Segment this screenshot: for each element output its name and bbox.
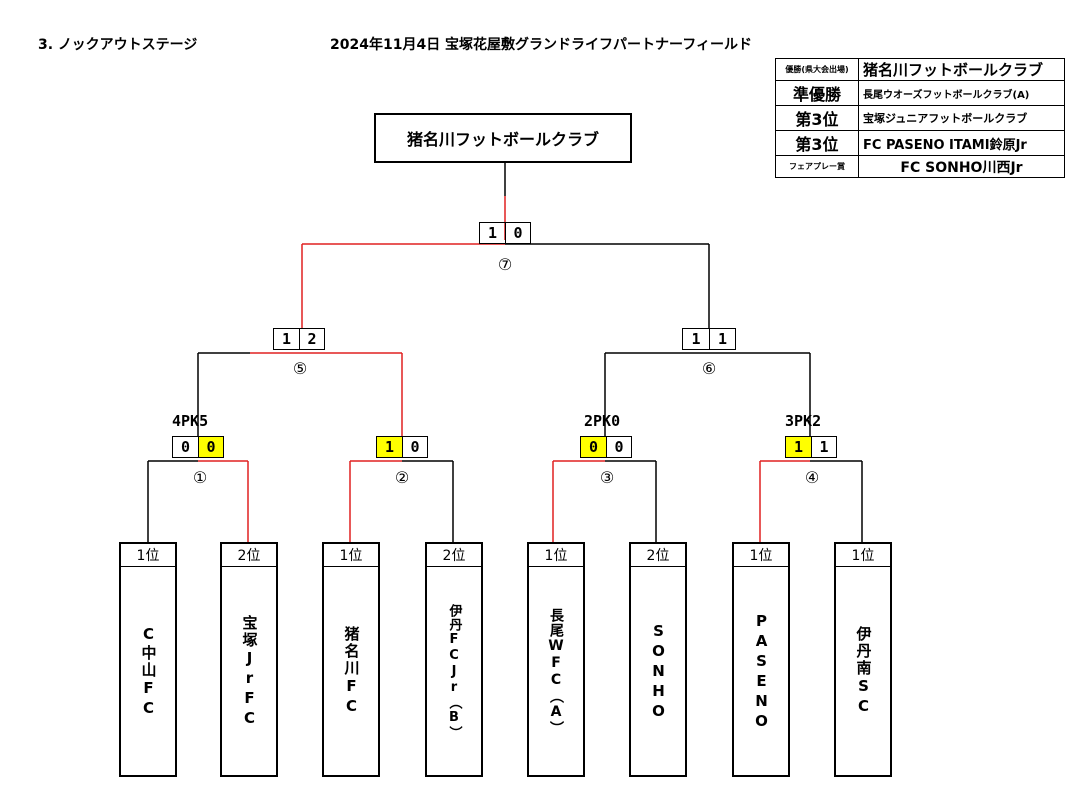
- team-box: 1位 伊丹南SC: [834, 542, 892, 777]
- team-name: 宝塚JrFC: [240, 614, 259, 729]
- pk-score: 3PK2: [785, 412, 822, 430]
- score-box-r1: 0 0: [172, 436, 224, 458]
- result-row: フェアプレー賞 FC SONHO川西Jr: [775, 155, 1065, 178]
- match-number: ③: [599, 468, 615, 487]
- score-right: 1: [709, 329, 735, 349]
- result-team: 猪名川フットボールクラブ: [858, 58, 1065, 81]
- results-table: 優勝(県大会出場) 猪名川フットボールクラブ 準優勝 長尾ウオーズフットボールク…: [775, 58, 1065, 178]
- team-name: PASENO: [752, 611, 771, 732]
- champion-box: 猪名川フットボールクラブ: [374, 113, 632, 163]
- score-right: 0: [606, 437, 631, 457]
- score-left: 0: [581, 437, 606, 457]
- score-box-semi: 1 2: [273, 328, 325, 350]
- team-rank: 1位: [734, 544, 788, 567]
- team-name: SONHO: [649, 621, 668, 722]
- score-right: 0: [198, 437, 223, 457]
- score-left: 0: [180, 438, 191, 456]
- team-box: 2位 伊丹FCJr︵B︶: [425, 542, 483, 777]
- score-left: 1: [487, 224, 498, 242]
- score-right: 2: [299, 329, 324, 349]
- score-right: 0: [505, 223, 530, 243]
- score-box-r1: 1 0: [376, 436, 428, 458]
- score-left: 1: [281, 330, 292, 348]
- team-rank: 2位: [427, 544, 481, 567]
- team-rank: 2位: [631, 544, 685, 567]
- date-venue: 2024年11月4日 宝塚花屋敷グランドライフパートナーフィールド: [330, 37, 752, 53]
- team-box: 1位 PASENO: [732, 542, 790, 777]
- match-number: ⑦: [497, 255, 513, 274]
- team-rank: 1位: [121, 544, 175, 567]
- result-row: 準優勝 長尾ウオーズフットボールクラブ(A): [775, 80, 1065, 106]
- team-name: 伊丹南SC: [854, 626, 873, 717]
- match-number: ④: [804, 468, 820, 487]
- score-box-final: 1 0: [479, 222, 531, 244]
- match-number: ⑤: [292, 359, 308, 378]
- result-team: FC SONHO川西Jr: [858, 155, 1065, 178]
- score-right: 0: [402, 437, 427, 457]
- team-name: 伊丹FCJr︵B︶: [446, 603, 462, 740]
- team-box: 1位 猪名川FC: [322, 542, 380, 777]
- result-label: 準優勝: [775, 80, 859, 106]
- team-rank: 1位: [529, 544, 583, 567]
- team-box: 1位 長尾WFC︵A︶: [527, 542, 585, 777]
- team-name: C中山FC: [139, 624, 158, 719]
- score-box-semi: 1 1: [682, 328, 736, 350]
- match-number: ⑥: [701, 359, 717, 378]
- team-rank: 2位: [222, 544, 276, 567]
- champion-name: 猪名川フットボールクラブ: [406, 130, 599, 149]
- match-number: ②: [394, 468, 410, 487]
- match-number: ①: [192, 468, 208, 487]
- team-name: 猪名川FC: [342, 626, 361, 717]
- pk-score: 4PK5: [172, 412, 209, 430]
- team-rank: 1位: [324, 544, 378, 567]
- team-box: 1位 C中山FC: [119, 542, 177, 777]
- team-name: 長尾WFC︵A︶: [548, 607, 564, 736]
- team-box: 2位 宝塚JrFC: [220, 542, 278, 777]
- result-row: 優勝(県大会出場) 猪名川フットボールクラブ: [775, 58, 1065, 81]
- score-left: 1: [691, 330, 701, 348]
- pk-score: 2PK0: [584, 412, 621, 430]
- score-right: 1: [811, 437, 836, 457]
- score-left: 1: [377, 437, 402, 457]
- score-left: 1: [786, 437, 811, 457]
- score-box-r1: 1 1: [785, 436, 837, 458]
- team-rank: 1位: [836, 544, 890, 567]
- score-box-r1: 0 0: [580, 436, 632, 458]
- team-box: 2位 SONHO: [629, 542, 687, 777]
- section-title: 3. ノックアウトステージ: [38, 37, 198, 53]
- result-label: 第3位: [775, 130, 859, 156]
